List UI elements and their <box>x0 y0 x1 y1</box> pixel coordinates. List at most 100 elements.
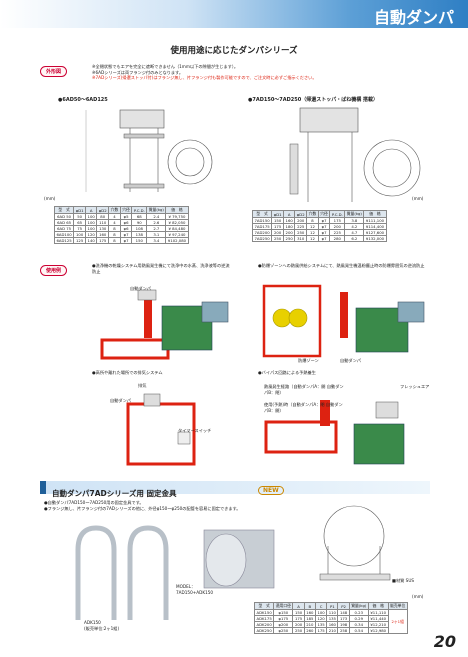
section2-header: 自動ダンパ7ADシリーズ用 固定金具 <box>40 481 430 498</box>
label-explosion-zone: 防爆ゾーン <box>298 358 319 363</box>
table-cell: 125 <box>73 237 87 244</box>
new-badge: NEW <box>258 486 284 495</box>
table-header-cell: 適用口径 <box>273 602 294 610</box>
table-cell: ¥111,100 <box>363 217 387 224</box>
left-drawing-caption: ●6AD50〜6AD125 <box>58 97 108 103</box>
header-bar <box>0 0 468 28</box>
usage-item-2: ●防爆ゾーンへの熱風供給システムにて、熱風発生機温粉塵止時の防爆雰囲気の逆流防止 <box>258 263 425 268</box>
usage-diagram-1 <box>92 280 242 365</box>
table-cell: 6AD 75 <box>53 225 75 232</box>
label-preheat-route: 熱風発生経路（自動ダンパA：開 自動ダンパB：閉） <box>264 384 344 395</box>
table-cell: 140 <box>85 237 98 244</box>
table-header-cell: 質量(kg) <box>348 602 369 610</box>
table-header-cell: P.C.D. <box>131 206 148 214</box>
table-cell: ¥132,000 <box>363 235 387 242</box>
section2-notes: ●自動ダンパ7AD150〜7AD250用の固定金具です。 ●フランジ無し、片フラ… <box>44 500 294 511</box>
table-header-cell: 価 格 <box>363 210 387 218</box>
usage-diagram-4 <box>258 380 430 472</box>
unit-label-3: (mm) <box>412 594 424 599</box>
table-cell: ADK175 <box>253 615 275 622</box>
table-cell: ¥11,110 <box>367 609 389 616</box>
table-cell: ¥ 97,240 <box>165 231 189 238</box>
table-header-cell: φD2 <box>96 206 110 214</box>
table-header-cell: A <box>283 210 296 218</box>
table-cell: 250 <box>271 235 285 242</box>
table-header-cell: 型 式 <box>53 206 75 214</box>
table-cell: 6.2 <box>344 235 365 242</box>
table-cell: 175 <box>96 237 110 244</box>
table-cell: ¥ 82,050 <box>165 219 189 226</box>
model-label: MODEL： <box>176 584 196 589</box>
table-cell: 7AD200 <box>251 229 273 236</box>
table-cell: 250 <box>283 235 296 242</box>
usage-item-4: ●バイパス回路による予熱養生 <box>258 370 316 375</box>
table-cell: 310 <box>294 235 308 242</box>
table-cell: ADK250 <box>253 627 275 634</box>
section2-note-2: ●フランジ無し、片フランジ付の7ADシリーズの他に、外径φ150〜φ250の配管… <box>44 505 241 511</box>
right-drawing-caption: ●7AD150〜7AD250（帰還ストッパ・ばね機構 搭載） <box>248 97 378 103</box>
table-header-cell: P.C.D. <box>329 210 346 218</box>
table-cell: ¥127,600 <box>363 229 387 236</box>
table-header-cell: φD1 <box>73 206 87 214</box>
unit-label-1: (mm) <box>44 196 56 201</box>
label-fresh-air: フレッシュエア <box>400 384 430 389</box>
table-cell: ¥114,400 <box>363 223 387 230</box>
table-header-cell: B <box>303 602 316 610</box>
table-header-cell: 価 格 <box>165 206 189 214</box>
table-cell: ¥ 84,480 <box>165 225 189 232</box>
table-header-cell: 穴径 <box>119 206 133 214</box>
table-header-cell: 穴径 <box>317 210 331 218</box>
table-header-cell: P2 <box>337 602 350 610</box>
label-timer-switch: タイマースイッチ <box>178 428 212 433</box>
table-cell: 7AD150 <box>251 217 273 224</box>
table-cell: 3.4 <box>146 237 167 244</box>
table-cell: 6AD100 <box>53 231 75 238</box>
table-cell: ADK200 <box>253 621 275 628</box>
table-cell: 6AD125 <box>53 237 75 244</box>
table-cell: 7AD250 <box>251 235 273 242</box>
section2-note-1: ●自動ダンパ7AD150〜7AD250用の固定金具です。 <box>44 500 144 505</box>
usage-item-1: ●洗浄機の乾燥システム用熱風発生機にて洗浄中の水蒸、洗浄液等の逆流防止 <box>92 263 230 274</box>
table-cell: 6AD 65 <box>53 219 75 226</box>
table-cell: ADK150 <box>253 609 275 616</box>
page-title: 自動ダンパ <box>373 8 454 27</box>
table-header-cell: 穴数 <box>108 206 121 214</box>
table-cell: 280 <box>329 235 346 242</box>
table-cell: 0.54 <box>348 627 369 634</box>
model-value: 7AD150+ADK150 <box>176 590 214 595</box>
appearance-tag: 外形図 <box>40 66 68 77</box>
table-header-cell: 質量(kg) <box>344 210 365 218</box>
table-cell: 175 <box>314 627 328 634</box>
table-cell: ¥ 79,750 <box>165 213 189 220</box>
label-auto-damper-1: 自動ダンパ <box>130 286 151 291</box>
table-header-cell: 型 式 <box>253 602 275 610</box>
note-2: ※6ADシリーズは両フランジ付のみとなります。 <box>92 69 184 75</box>
table-header-cell: 販売単位 <box>387 602 408 610</box>
table-header-cell: 価 格 <box>367 602 389 610</box>
product-sub: (販売単位:2ヶ1組) <box>84 626 120 631</box>
note-3: ※7ADシリーズ(帰還ストッパ付)はフランジ無し、片フランジ付も製作可能ですので… <box>92 75 317 81</box>
table-cell: ¥11,440 <box>367 615 389 622</box>
table-cell: 150 <box>131 237 148 244</box>
label-preheat-use: 使用(予熱)時（自動ダンパA：閉 自動ダンパB：開） <box>264 402 343 413</box>
table-header-cell: φD1 <box>271 210 285 218</box>
appearance-notes: ※全閉状態でもエアを完全に遮断できません（1mm以下の隙間が生じます）。 ※6A… <box>92 64 432 81</box>
bracket-drawing <box>310 494 400 592</box>
label-auto-damper-3: 自動ダンパ <box>110 398 131 403</box>
table-header-cell: P1 <box>326 602 339 610</box>
damper-photo <box>196 520 296 595</box>
section-heading: 使用用途に応じたダンパシリーズ <box>170 46 298 56</box>
table-cell: 8 <box>108 237 121 244</box>
